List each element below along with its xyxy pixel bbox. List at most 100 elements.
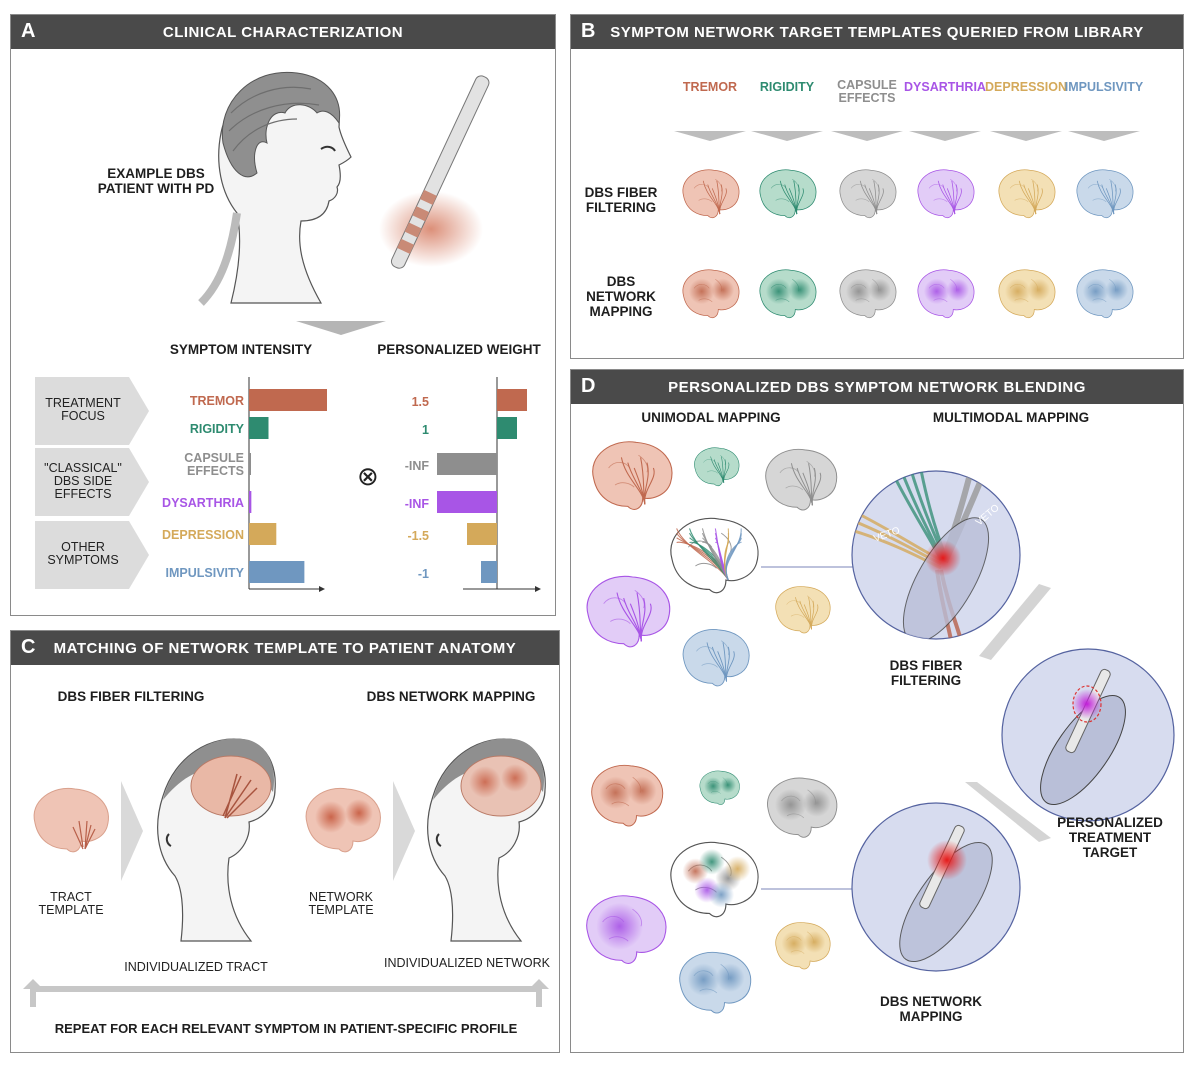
weight-label: -INF xyxy=(404,497,429,511)
panel-b: B SYMPTOM NETWORK TARGET TEMPLATES QUERI… xyxy=(570,14,1184,359)
network-template-brain xyxy=(917,269,975,318)
c-chevron-2 xyxy=(393,781,415,881)
network-depression-brain xyxy=(775,922,831,970)
network-impulsivity-brain xyxy=(679,951,752,1014)
weight-label: -1 xyxy=(417,567,429,581)
category-chevron xyxy=(35,521,149,589)
d-fiber-filtering-label: DBS FIBER FILTERING xyxy=(889,658,963,688)
network-template-brain xyxy=(839,269,897,318)
network-template-brain xyxy=(998,269,1056,318)
personalized-target-circle xyxy=(1001,648,1175,822)
intensity-bar xyxy=(249,523,277,545)
weight-label: 1 xyxy=(422,423,429,437)
network-tremor-brain xyxy=(591,764,664,827)
dbs-electrode-illustration xyxy=(379,75,490,269)
panel-a-header: A CLINICAL CHARACTERIZATION xyxy=(11,15,555,49)
d-chevron-up xyxy=(979,584,1051,660)
fiber-template-brain xyxy=(917,169,975,218)
panel-a: A CLINICAL CHARACTERIZATION EXAMPLE DBS … xyxy=(10,14,556,616)
d-chevron-down xyxy=(965,782,1051,842)
symptom-label: DYSARTHRIA xyxy=(162,496,244,510)
panel-c: C MATCHING OF NETWORK TEMPLATE TO PATIEN… xyxy=(10,630,560,1053)
network-rigidity-brain xyxy=(699,770,740,805)
column-down-arrow xyxy=(831,131,903,141)
weight-label: -1.5 xyxy=(407,529,429,543)
panel-d: D PERSONALIZED DBS SYMPTOM NETWORK BLEND… xyxy=(570,369,1184,1053)
column-label: TREMOR xyxy=(682,80,738,94)
c-left-title: DBS FIBER FILTERING xyxy=(57,689,205,704)
weight-bar xyxy=(497,417,517,439)
network-capsule-brain xyxy=(766,777,838,838)
repeat-text: REPEAT FOR EACH RELEVANT SYMPTOM IN PATI… xyxy=(54,1021,518,1036)
column-down-arrow xyxy=(909,131,981,141)
unimodal-impulsivity-brain xyxy=(682,629,750,687)
weight-bar xyxy=(437,453,497,475)
repeat-arrows xyxy=(23,979,549,1007)
network-mapping-circle xyxy=(851,802,1021,972)
intensity-bar xyxy=(249,561,305,583)
fiber-connector-line xyxy=(761,566,857,568)
symptom-label: CAPSULE EFFECTS xyxy=(184,451,244,478)
weight-bar xyxy=(467,523,497,545)
c-right-title: DBS NETWORK MAPPING xyxy=(366,689,536,704)
multimodal-title: MULTIMODAL MAPPING xyxy=(932,410,1090,425)
panel-a-title: CLINICAL CHARACTERIZATION xyxy=(162,23,404,41)
weight-label: -INF xyxy=(404,459,429,473)
fiber-template-brain xyxy=(1076,169,1134,218)
symptom-label: TREMOR xyxy=(189,394,244,408)
fiber-template-brain xyxy=(998,169,1056,218)
individualized-network-label: INDIVIDUALIZED NETWORK xyxy=(384,956,550,970)
column-label: IMPULSIVITY xyxy=(1064,80,1144,94)
panel-b-letter: B xyxy=(581,20,596,42)
column-label: DYSARTHRIA xyxy=(904,80,986,94)
weight-bar xyxy=(481,561,497,583)
individualized-tract-label: INDIVIDUALIZED TRACT xyxy=(124,960,268,974)
combined-fiber-brain xyxy=(670,517,759,594)
fiber-template-brain xyxy=(759,169,817,218)
tract-template-brain xyxy=(33,787,109,853)
column-label: CAPSULE EFFECTS xyxy=(837,78,897,105)
network-template-brain xyxy=(682,269,740,318)
panel-a-letter: A xyxy=(21,20,36,42)
symptom-label: IMPULSIVITY xyxy=(165,566,244,580)
tract-template-label: TRACT TEMPLATE xyxy=(38,890,104,917)
d-network-mapping-label: DBS NETWORK MAPPING xyxy=(880,994,982,1024)
column-down-arrow xyxy=(674,131,746,141)
weight-label: 1.5 xyxy=(411,395,429,409)
category-label: OTHER SYMPTOMS xyxy=(47,540,119,567)
network-template-label: NETWORK TEMPLATE xyxy=(308,890,374,917)
weight-bar xyxy=(497,389,527,411)
category-chevron xyxy=(35,448,149,516)
multiply-operator: ⊗ xyxy=(357,461,379,491)
column-down-arrow xyxy=(990,131,1062,141)
fiber-filtering-circle: VETO VETO xyxy=(851,470,1021,640)
unimodal-capsule-brain xyxy=(765,448,838,511)
network-template-brain xyxy=(759,269,817,318)
unimodal-rigidity-brain xyxy=(694,447,740,487)
unimodal-title: UNIMODAL MAPPING xyxy=(641,410,781,425)
row-label-network-mapping: DBS NETWORK MAPPING xyxy=(586,274,656,319)
column-down-arrow xyxy=(751,131,823,141)
personalized-target-label: PERSONALIZED TREATMENT TARGET xyxy=(1057,815,1163,860)
intensity-axis xyxy=(248,377,541,592)
panel-d-letter: D xyxy=(581,375,596,397)
category-chevron xyxy=(35,377,149,445)
individualized-network-head xyxy=(427,738,546,942)
intensity-bar xyxy=(249,453,251,475)
symptom-label: DEPRESSION xyxy=(162,528,244,542)
panel-b-title: SYMPTOM NETWORK TARGET TEMPLATES QUERIED… xyxy=(610,23,1144,41)
network-template-brain xyxy=(1076,269,1134,318)
column-label: RIGIDITY xyxy=(759,80,815,94)
network-dysarthria-brain xyxy=(586,895,667,964)
row-label-fiber-filtering: DBS FIBER FILTERING xyxy=(584,185,658,215)
panel-c-header: C MATCHING OF NETWORK TEMPLATE TO PATIEN… xyxy=(11,631,559,665)
panel-c-letter: C xyxy=(21,636,36,658)
unimodal-depression-brain xyxy=(775,586,831,634)
personalized-weight-title: PERSONALIZED WEIGHT xyxy=(377,342,541,357)
patient-label: EXAMPLE DBS PATIENT WITH PD xyxy=(97,166,215,196)
intensity-bar xyxy=(249,417,269,439)
column-label: DEPRESSION xyxy=(985,80,1067,94)
category-label: TREATMENT FOCUS xyxy=(45,396,121,423)
combined-network-brain xyxy=(670,841,759,918)
network-connector-line xyxy=(761,888,857,890)
